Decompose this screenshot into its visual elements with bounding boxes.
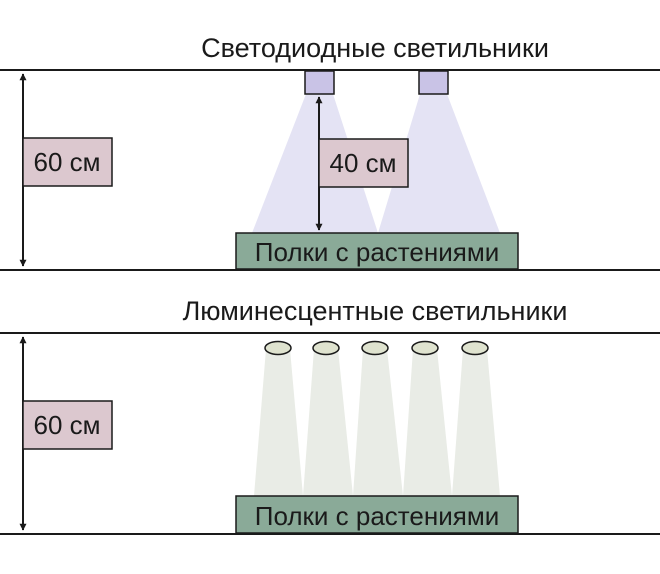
height-label: 60 см [33,147,100,177]
plant-shelf [235,495,519,534]
height-label-box [22,400,113,450]
fluorescent-panel-title: Люминесцентные светильники [183,296,568,326]
shelf-label: Полки с растениями [255,501,499,531]
fluorescent-light-beam [403,349,452,496]
height-label-box [22,137,113,187]
fluorescent-light-beam [254,349,303,496]
shelf-label: Полки с растениями [255,237,499,267]
fluorescent-fixture [411,340,439,356]
fluorescent-fixture [361,340,389,356]
fluorescent-panel: Люминесцентные светильники 60 см Полки с… [0,296,660,535]
fluorescent-fixture [312,340,340,356]
fluorescent-light-beam [303,349,353,496]
height-label: 60 см [33,410,100,440]
led-light-beam [378,94,500,233]
led-fixture [304,70,335,95]
fluorescent-light-beam [452,349,500,496]
fluorescent-light-beam [353,349,403,496]
led-light-beam [252,94,378,233]
fluorescent-fixture [461,340,489,356]
distance-label: 40 см [329,148,396,178]
distance-label-box [318,138,409,188]
led-panel-title: Светодиодные светильники [201,33,549,63]
led-fixture [418,70,449,95]
plant-shelf [235,232,519,270]
led-panel: Светодиодные светильники 60 см 40 см Пол… [0,33,660,271]
fluorescent-fixture [264,340,292,356]
